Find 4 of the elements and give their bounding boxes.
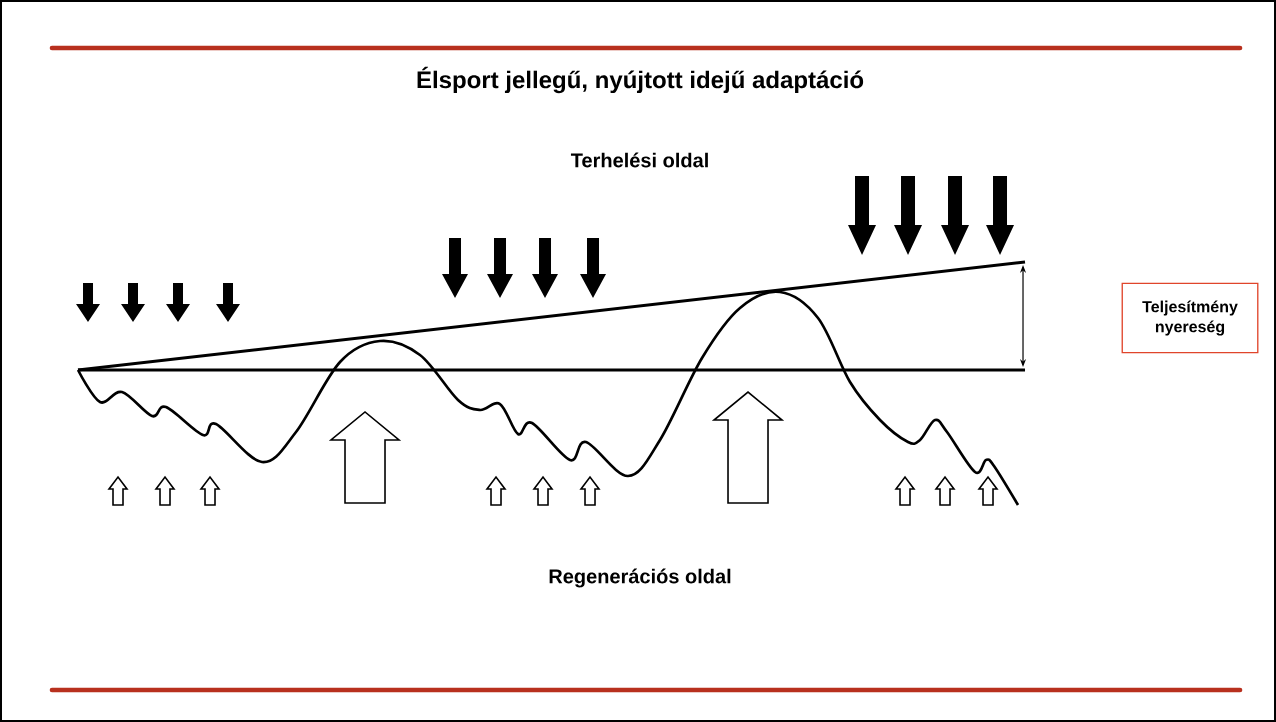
side-label: Regenerációs oldal — [549, 568, 731, 588]
side-label: Terhelési oldal — [570, 152, 708, 168]
title: Élsport jellegű, nyújtott idejű adaptáció — [417, 66, 864, 94]
text-box: Teljesítmény nyereség — [1121, 282, 1259, 354]
